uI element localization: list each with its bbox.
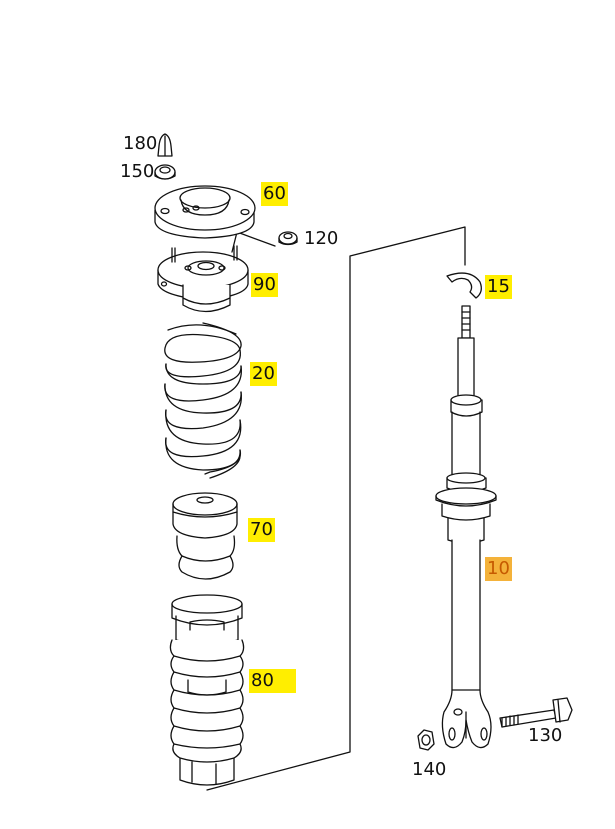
part-60-mount-plate[interactable] [154,185,256,239]
part-10-shock-absorber[interactable] [435,305,497,749]
label-60[interactable]: 60 [261,182,288,206]
label-15[interactable]: 15 [485,275,512,299]
part-180-cap[interactable] [157,133,173,157]
part-140-nut[interactable] [417,729,435,751]
part-130-bolt[interactable] [499,697,573,728]
label-120[interactable]: 120 [304,228,339,249]
label-90[interactable]: 90 [251,273,278,297]
part-15-clip[interactable] [446,272,482,299]
part-120-nut[interactable] [278,231,298,246]
label-150[interactable]: 150 [120,161,155,182]
part-20-coil-spring[interactable] [164,322,242,479]
label-180[interactable]: 180 [123,133,158,154]
label-20[interactable]: 20 [250,362,277,386]
assembly-frame-line [206,226,466,791]
label-10[interactable]: 10 [485,557,512,581]
mount-bracket-line [231,231,276,253]
part-90-strut-mount[interactable] [157,245,249,313]
label-80[interactable]: 80 [249,669,296,693]
part-70-bump-stop[interactable] [172,492,238,580]
part-80-dust-boot[interactable] [169,594,245,786]
label-70[interactable]: 70 [248,518,275,542]
label-140[interactable]: 140 [412,759,447,780]
part-150-nut[interactable] [154,164,176,180]
label-130[interactable]: 130 [528,725,563,746]
